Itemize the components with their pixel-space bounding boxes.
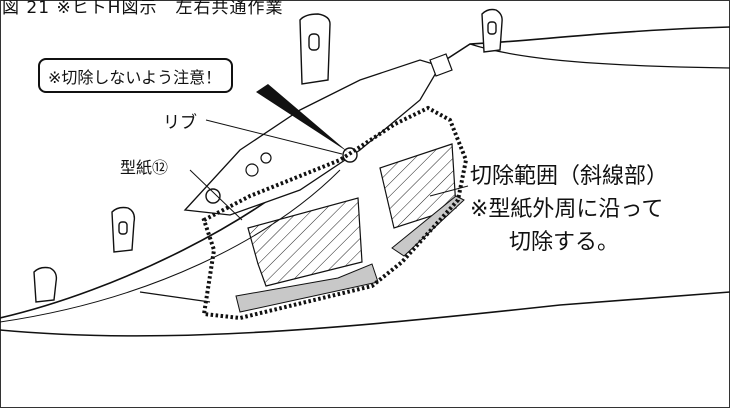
cut-instructions: 切除範囲（斜線部） ※型紙外周に沿って 切除する。 [470, 160, 668, 259]
pattern-leader [189, 169, 243, 221]
pattern-outline [201, 105, 469, 321]
pattern-boss [205, 188, 221, 204]
clip-bottom-left [33, 266, 58, 303]
clip-top-left [299, 13, 331, 85]
cut-instruction-line-2: 切除する。 [509, 230, 620, 255]
bracket-slot [429, 53, 453, 77]
rib-boss [342, 147, 358, 163]
cut-instruction-line-1: ※型紙外周に沿って [470, 197, 664, 222]
cut-area-leader [429, 185, 469, 197]
bumper-lip [139, 291, 211, 303]
bracket-hole-2 [260, 152, 272, 164]
bumper-lower-edge [0, 291, 730, 337]
pattern-label: 型紙⑫ [120, 158, 169, 177]
clip-top-right [481, 8, 503, 53]
cut-area-heading: 切除範囲（斜線部） [470, 164, 669, 189]
cut-area-left [247, 197, 363, 287]
warning-callout: ※切除しないよう注意！ [38, 58, 234, 93]
rib-label: リブ [163, 113, 197, 133]
clip-left [111, 206, 136, 253]
figure-title: 図 21 ※ヒトH図示 左右共通作業 [2, 0, 284, 18]
cut-area-left-grey [235, 263, 379, 313]
bracket-hole-1 [245, 163, 259, 177]
rib-leader [205, 119, 343, 155]
bumper-upper-rim [469, 43, 730, 69]
bumper-inner-edge [0, 169, 341, 323]
warning-pointer [256, 84, 348, 152]
